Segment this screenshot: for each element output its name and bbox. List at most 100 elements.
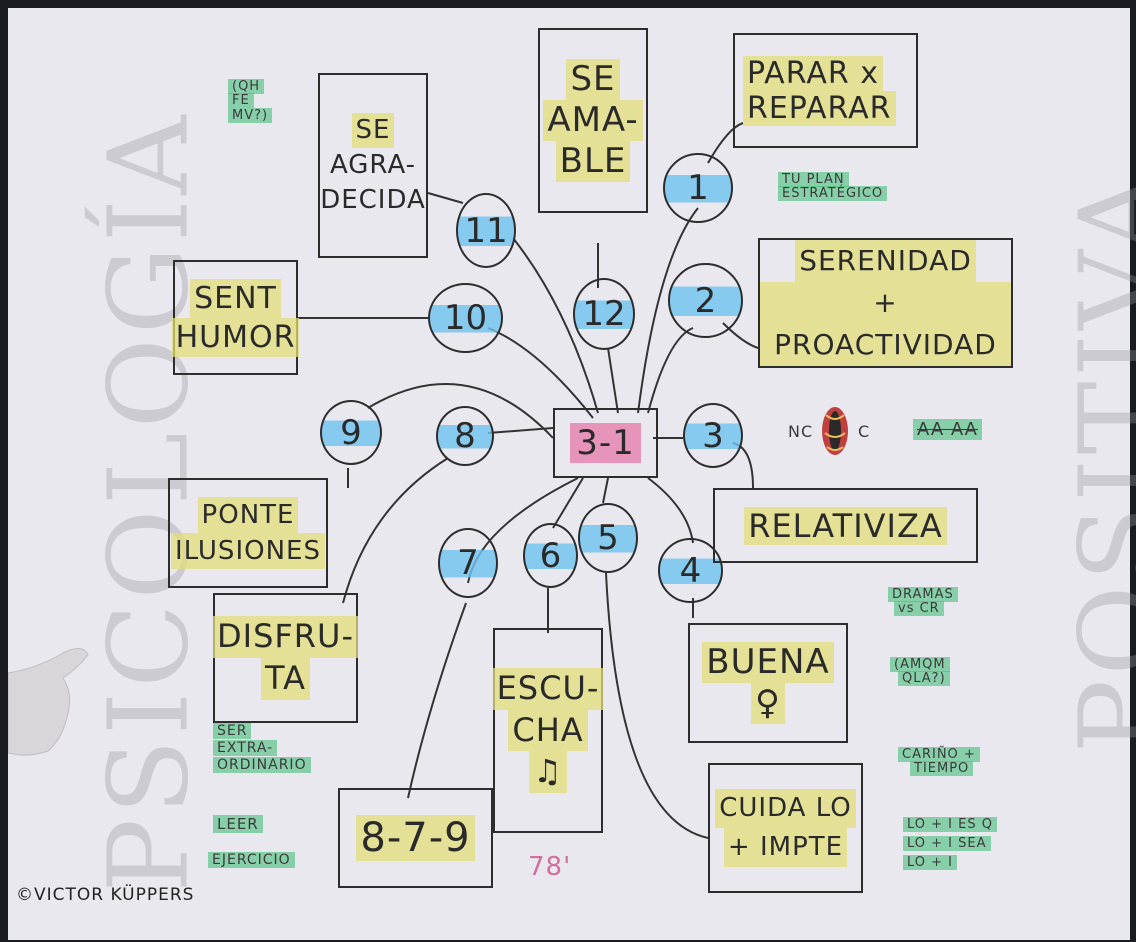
- female-symbol-icon: ♀: [751, 683, 785, 724]
- circle-1: 1: [663, 153, 733, 223]
- buena-label: BUENA: [702, 642, 834, 683]
- credit: ©VICTOR KÜPPERS: [16, 886, 194, 905]
- ponte-line-1: PONTE: [197, 496, 299, 533]
- line-5-cuida: [605, 572, 709, 839]
- escucha-line-1: ESCU-: [492, 668, 604, 710]
- line-center-8: [487, 427, 554, 434]
- line-center-6: [552, 477, 584, 529]
- minutes-label: 78': [528, 852, 572, 882]
- se-amable-line-1: SE: [566, 59, 620, 101]
- agradecida-line-2: AGRA-: [329, 149, 417, 180]
- serenidad-line-1: SERENIDAD: [795, 240, 976, 282]
- note-ser: SER EXTRA- ORDINARIO: [213, 723, 311, 773]
- note-lo: LO + I ES Q LO + I SEA LO + I: [903, 816, 997, 873]
- line-center-2: [647, 327, 694, 414]
- note-carino: CARIÑO + TIEMPO: [898, 747, 980, 777]
- circle-3: 3: [683, 403, 743, 468]
- amqm-line-2: QLA?): [898, 671, 950, 687]
- qh-line-1: (QH: [228, 79, 265, 94]
- box-formula: 8-7-9: [338, 788, 493, 888]
- agradecida-line-1: SE: [351, 112, 395, 148]
- agradecida-line-3: DECIDA: [320, 185, 426, 216]
- note-qh: (QH FE MV?): [228, 79, 273, 123]
- brain-icon: [822, 407, 848, 455]
- box-se-amable: SE AMA- BLE: [538, 28, 648, 213]
- line-center-5: [602, 477, 609, 504]
- circle-12: 12: [573, 278, 635, 350]
- box-relativiza: RELATIVIZA: [713, 488, 978, 563]
- circle-5: 5: [578, 503, 638, 573]
- formula-label: 8-7-9: [356, 815, 475, 861]
- box-serenidad: SERENIDAD + PROACTIVIDAD: [758, 238, 1013, 368]
- plan-line-2: ESTRATÉGICO: [778, 186, 888, 202]
- carino-line-1: CARIÑO +: [898, 747, 980, 762]
- note-plan: TU PLAN ESTRATÉGICO: [778, 172, 888, 202]
- note-ejercicio: EJERCICIO: [208, 852, 295, 868]
- se-amable-line-2: AMA-: [543, 100, 643, 141]
- qh-line-3: MV?): [228, 107, 273, 123]
- box-buena: BUENA ♀: [688, 623, 848, 743]
- nc-label: NC: [788, 422, 814, 441]
- box-sent-humor: SENT HUMOR: [171, 260, 300, 375]
- ser-line-2: EXTRA-: [213, 739, 278, 756]
- relativiza-label: RELATIVIZA: [744, 506, 947, 545]
- note-dramas: DRAMAS vs CR: [888, 587, 958, 617]
- circle-8: 8: [436, 406, 494, 466]
- music-note-icon: ♫: [529, 751, 567, 793]
- lo-line-1: LO + I ES Q: [903, 817, 997, 832]
- line-7-formula: [407, 602, 467, 799]
- aa-label: AA AA: [913, 419, 982, 440]
- box-agradecida: SE AGRA- DECIDA: [318, 73, 428, 258]
- box-escucha: ESCU- CHA ♫: [492, 628, 604, 833]
- dramas-line-2: vs CR: [894, 601, 944, 617]
- ponte-line-2: ILUSIONES: [171, 533, 325, 570]
- circle-4: 4: [658, 538, 723, 603]
- ser-line-3: ORDINARIO: [213, 756, 311, 773]
- note-nc: NC: [788, 423, 813, 441]
- note-minutes: 78': [528, 853, 571, 882]
- qh-line-2: FE: [228, 93, 254, 109]
- box-parar-reparar: PARAR x REPARAR: [733, 33, 918, 148]
- cuida-line-2: + IMPTE: [723, 828, 848, 867]
- credit-label: ©VICTOR KÜPPERS: [16, 885, 195, 905]
- circle-11: 11: [456, 193, 516, 268]
- line-center-10: [487, 327, 594, 419]
- box-cuida: CUIDA LO + IMPTE: [708, 763, 863, 893]
- parar-line-2: REPARAR: [743, 90, 896, 126]
- line-center-9: [367, 383, 554, 439]
- c-label: C: [858, 422, 871, 441]
- carino-line-2: TIEMPO: [910, 761, 974, 777]
- serenidad-line-2: + PROACTIVIDAD: [760, 282, 1011, 366]
- dramas-line-1: DRAMAS: [888, 587, 958, 602]
- note-aa: AA AA: [913, 419, 982, 440]
- ser-line-1: SER: [213, 723, 252, 739]
- center-box: 3-1: [553, 408, 658, 478]
- cuida-line-1: CUIDA LO: [715, 789, 856, 828]
- humor-line-1: SENT: [190, 278, 281, 318]
- line-center-4: [647, 477, 694, 544]
- line-11-box: [427, 192, 464, 204]
- lo-line-2: LO + I SEA: [903, 835, 991, 851]
- lo-line-3: LO + I: [903, 854, 958, 870]
- escucha-line-2: CHA: [508, 709, 588, 752]
- amqm-line-1: (AMQM: [890, 657, 950, 672]
- disfruta-line-2: TA: [261, 658, 310, 700]
- whiteboard: PSICOLOGÍA POSITIVA: [8, 8, 1136, 940]
- circle-10: 10: [428, 283, 503, 353]
- ejercicio-label: EJERCICIO: [208, 852, 295, 868]
- line-center-12: [607, 347, 619, 414]
- box-disfruta: DISFRU- TA: [213, 593, 358, 723]
- plan-line-1: TU PLAN: [778, 172, 849, 187]
- line-8-disfruta: [342, 457, 449, 604]
- circle-6: 6: [523, 523, 578, 588]
- circle-2: 2: [668, 263, 743, 338]
- note-leer: LEER: [213, 815, 263, 833]
- humor-line-2: HUMOR: [171, 317, 300, 357]
- circle-9: 9: [320, 400, 382, 465]
- center-label: 3-1: [570, 423, 641, 463]
- box-ponte-ilusiones: PONTE ILUSIONES: [168, 478, 328, 588]
- leer-label: LEER: [213, 815, 263, 833]
- disfruta-line-1: DISFRU-: [213, 616, 358, 658]
- se-amable-line-3: BLE: [555, 140, 631, 182]
- line-center-11: [512, 237, 599, 414]
